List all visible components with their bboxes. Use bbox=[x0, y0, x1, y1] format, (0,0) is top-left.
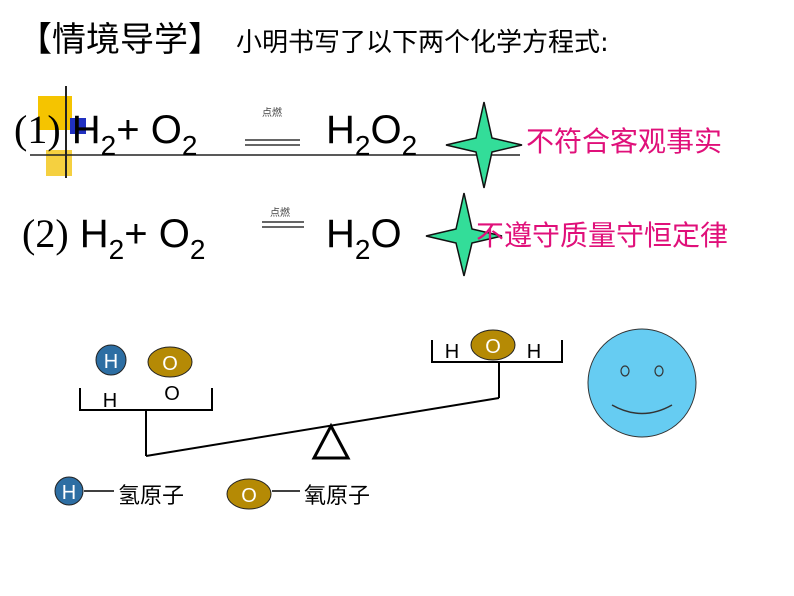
h-atom-label: H bbox=[104, 351, 118, 373]
right-pan-label-h: H bbox=[445, 341, 459, 363]
left-pan-label-h: H bbox=[103, 390, 117, 412]
product-h: H bbox=[326, 108, 355, 152]
left-pan-label-o: O bbox=[164, 383, 180, 405]
star-icon bbox=[425, 192, 503, 277]
balance-scale bbox=[79, 340, 563, 460]
legend-h-atom-icon bbox=[54, 476, 114, 506]
subscript: 2 bbox=[354, 130, 371, 161]
reactant-h: H bbox=[71, 108, 101, 152]
decor-square-blue bbox=[70, 118, 86, 134]
intro-text: 小明书写了以下两个化学方程式: bbox=[236, 28, 609, 58]
h-atom-icon bbox=[95, 344, 127, 376]
plus-sign: + bbox=[116, 108, 140, 152]
reaction-condition: 点燃 bbox=[270, 208, 290, 219]
reactant-h: H bbox=[79, 212, 109, 256]
subscript: 2 bbox=[354, 234, 371, 265]
o-atom-label: O bbox=[485, 336, 501, 358]
smiley-face-icon bbox=[587, 328, 697, 438]
product-h: H bbox=[326, 212, 355, 256]
section-heading: 【情境导学】 bbox=[18, 20, 222, 60]
page-title: 【情境导学】小明书写了以下两个化学方程式: bbox=[18, 12, 609, 61]
reactant-o: O bbox=[150, 108, 182, 152]
right-pan-label-h: H bbox=[527, 341, 541, 363]
equation-2: (2) H2+ O2 bbox=[22, 211, 205, 264]
legend-o-text: 氧原子 bbox=[304, 484, 371, 509]
equation-2-note: 不遵守质量守恒定律 bbox=[476, 219, 729, 252]
o-atom-icon bbox=[470, 329, 516, 361]
product-o: O bbox=[370, 212, 402, 256]
equation-1-note: 不符合客观事实 bbox=[526, 125, 723, 158]
equation-number: (2) bbox=[22, 211, 69, 256]
legend-o-label: O bbox=[241, 485, 257, 507]
reactant-o: O bbox=[158, 212, 190, 256]
subscript: 2 bbox=[181, 130, 198, 161]
condition-equals-1 bbox=[245, 139, 300, 146]
legend-h-label: H bbox=[62, 482, 76, 504]
subscript: 2 bbox=[401, 130, 418, 161]
legend-o-atom-icon bbox=[226, 478, 300, 510]
star-icon bbox=[445, 101, 523, 189]
equation-1-product: H2O2 bbox=[326, 108, 417, 160]
o-atom-icon bbox=[147, 346, 193, 378]
condition-equals-2 bbox=[262, 221, 304, 228]
equation-number: (1) bbox=[14, 107, 61, 152]
reaction-condition: 点燃 bbox=[262, 108, 282, 119]
subscript: 2 bbox=[100, 130, 117, 161]
legend-h-text: 氢原子 bbox=[118, 484, 185, 509]
subscript: 2 bbox=[189, 234, 206, 265]
product-o: O bbox=[370, 108, 402, 152]
o-atom-label: O bbox=[162, 353, 178, 375]
subscript: 2 bbox=[108, 234, 125, 265]
equation-1: (1) H2+ O2 bbox=[14, 107, 197, 160]
plus-sign: + bbox=[124, 212, 148, 256]
equation-2-product: H2O bbox=[326, 212, 402, 264]
